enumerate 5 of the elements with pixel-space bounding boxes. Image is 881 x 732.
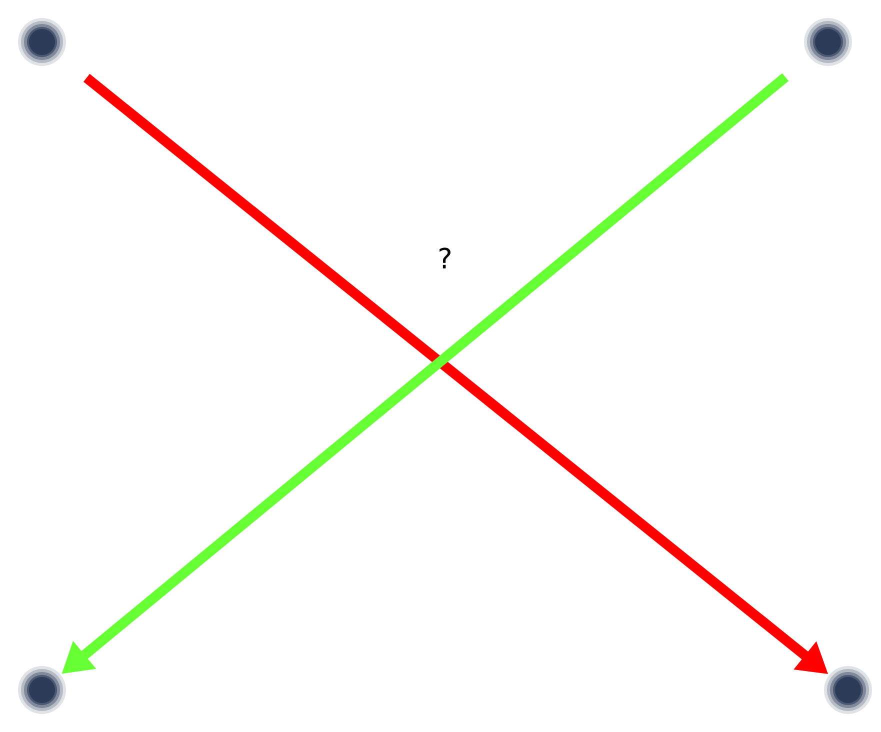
blurred-dot xyxy=(18,666,66,714)
blurred-dot xyxy=(824,666,872,714)
blurred-dot xyxy=(804,18,852,66)
blurred-dot xyxy=(18,18,66,66)
question-mark: ? xyxy=(440,248,450,268)
